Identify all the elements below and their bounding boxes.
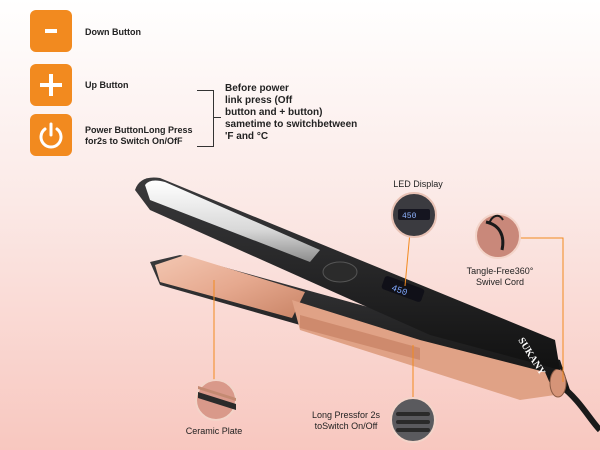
power-label-line1: Power ButtonLong Press — [85, 125, 193, 135]
press-label-line2: toSwitch On/Off — [314, 421, 378, 431]
swivel-end — [549, 368, 567, 398]
press-label-line1: Long Pressfor 2s — [311, 410, 381, 420]
grip-pad — [322, 261, 358, 283]
power-button-label: Power ButtonLong Press for2s to Switch O… — [85, 125, 193, 147]
swivel-cord-label: Tangle-Free360° Swivel Cord — [455, 266, 545, 288]
note-line5: 'F and °C — [225, 131, 269, 142]
power-cord — [558, 382, 600, 433]
plus-button-icon — [30, 64, 72, 106]
ceramic-plate-label: Ceramic Plate — [185, 426, 243, 436]
led-display-label: LED Display — [393, 179, 443, 189]
cord-callout-line — [516, 237, 564, 382]
ceramic-plate — [155, 255, 305, 318]
silver-plate-cover — [145, 180, 320, 262]
power-icon — [39, 122, 63, 149]
minus-button-icon — [30, 10, 72, 52]
upper-arm: 450 SUKANY — [135, 177, 560, 378]
note-bracket — [197, 90, 214, 147]
cord-label-line2: Swivel Cord — [475, 277, 524, 287]
minus-icon — [45, 29, 57, 33]
up-button-label: Up Button — [85, 80, 129, 90]
note-line2: link press (Off — [225, 95, 293, 106]
led-display — [381, 276, 425, 302]
note-line4: sametime to switchbetween — [225, 119, 358, 130]
power-button-icon — [30, 114, 72, 156]
down-button-label: Down Button — [85, 27, 141, 37]
unit-switch-note: Before power link press (Off button and … — [225, 83, 385, 143]
led-callout-line — [404, 231, 411, 287]
cord-zoom-circle — [475, 213, 521, 259]
plus-icon — [40, 74, 62, 96]
power-label-line2: for2s to Switch On/OfF — [85, 136, 183, 146]
note-bracket-tick — [213, 117, 221, 118]
long-press-label: Long Pressfor 2s toSwitch On/Off — [305, 410, 387, 432]
note-line3: button and + button) — [225, 107, 323, 118]
led-zoom-reading: 450 — [402, 212, 417, 221]
rose-gold-housing — [292, 300, 555, 400]
cord-label-line1: Tangle-Free360° — [466, 266, 534, 276]
note-line1: Before power — [225, 83, 289, 94]
